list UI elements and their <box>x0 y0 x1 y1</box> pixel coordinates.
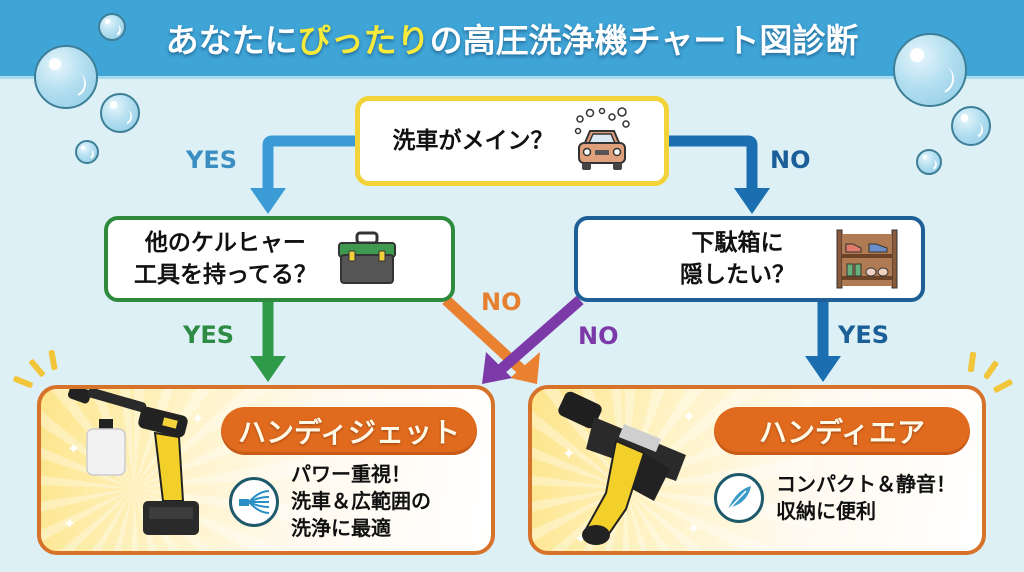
sparkle-icon: ✦ <box>562 444 576 463</box>
feature-line: コンパクト＆静音！ <box>776 472 956 496</box>
feature-line: 洗浄に最適 <box>291 516 391 540</box>
title-suffix: の高圧洗浄機チャート図診断 <box>429 21 859 60</box>
question-own-karcher-tools: 他のケルヒャー 工具を持ってる？ <box>104 216 455 302</box>
handy-jet-product-image <box>67 389 199 535</box>
bubble-icon <box>100 93 140 133</box>
handy-air-product-image <box>558 391 686 545</box>
toolbox-icon <box>337 231 396 284</box>
feature-line: 洗車＆広範囲の <box>291 489 431 513</box>
label-q2-no: NO <box>481 288 522 316</box>
result-name-pill: ハンディジェット <box>221 407 477 455</box>
water-spray-icon <box>229 476 279 527</box>
sparkle-icon: ✦ <box>191 409 205 428</box>
label-q1-yes: YES <box>186 146 238 174</box>
question-hide-in-shoe-rack: 下駄箱に 隠したい？ <box>574 216 925 302</box>
arrow-q3-no <box>494 295 584 377</box>
feature-line: パワー重視！ <box>291 462 411 486</box>
sparkle-icon: ✦ <box>687 519 701 538</box>
question-line: 工具を持ってる？ <box>134 262 317 288</box>
title-prefix: あなたに <box>165 21 298 60</box>
header-banner <box>0 0 1024 76</box>
feature-line: 収納に便利 <box>776 499 876 523</box>
page-title: あなたにぴったりの高圧洗浄機チャート図診断 <box>0 14 1024 62</box>
label-q3-no: NO <box>578 322 619 350</box>
feature-text: パワー重視！ 洗車＆広範囲の 洗浄に最適 <box>291 461 431 542</box>
result-feature: コンパクト＆静音！ 収納に便利 <box>714 471 956 525</box>
arrow-q1-yes <box>262 135 355 190</box>
result-card-handy-air: ✦ ✦ ✦ ✦ ハンディエア コンパクト＆静音！ 収納に便利 <box>528 385 986 555</box>
sparkle-icon: ✦ <box>67 439 81 458</box>
bubble-icon <box>951 106 991 146</box>
bubble-icon <box>98 13 126 41</box>
arrow-q1-no <box>669 135 758 190</box>
sparkle-icon: ✦ <box>63 514 77 533</box>
bubble-icon <box>916 149 942 175</box>
header-divider <box>0 76 1024 79</box>
car-wash-icon <box>574 107 630 170</box>
question-line: 隠したい？ <box>680 262 795 288</box>
title-highlight: ぴったり <box>297 21 430 60</box>
bubble-icon <box>34 45 98 109</box>
question-text: 下駄箱に 隠したい？ <box>680 227 795 291</box>
result-feature: パワー重視！ 洗車＆広範囲の 洗浄に最適 <box>229 461 431 542</box>
label-q2-yes: YES <box>183 321 235 349</box>
question-text: 他のケルヒャー 工具を持ってる？ <box>134 227 317 291</box>
question-line: 下駄箱に <box>691 230 784 256</box>
question-text: 洗車がメイン？ <box>392 128 554 154</box>
result-name-pill: ハンディエア <box>714 407 970 455</box>
result-card-handy-jet: ✦ ✦ ✦ ハンディジェット パワー重視！ 洗車＆広範囲の 洗浄に最適 <box>37 385 495 555</box>
label-q1-no: NO <box>770 146 811 174</box>
feather-icon <box>714 473 764 523</box>
feature-text: コンパクト＆静音！ 収納に便利 <box>776 471 956 525</box>
shoe-rack-icon <box>836 229 898 289</box>
label-q3-yes: YES <box>838 321 890 349</box>
question-car-wash-main: 洗車がメイン？ <box>355 96 669 186</box>
question-line: 他のケルヒャー <box>144 230 306 256</box>
bubble-icon <box>893 33 967 107</box>
bubble-icon <box>75 140 99 164</box>
sparkle-icon: ✦ <box>682 407 696 426</box>
